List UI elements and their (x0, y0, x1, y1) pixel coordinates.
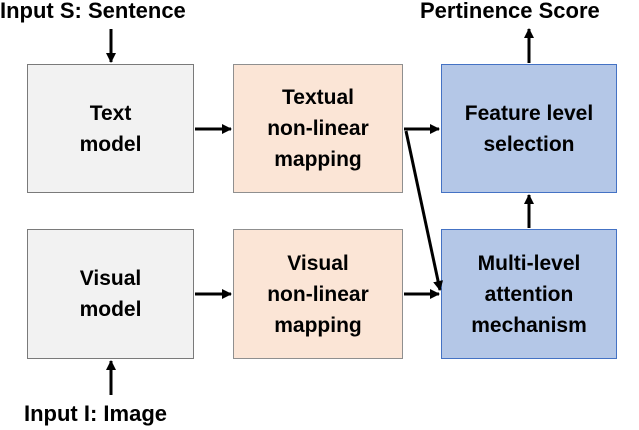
text-model-label: Text model (79, 101, 142, 156)
feature-selection-box: Feature level selection (441, 64, 617, 193)
attention-mechanism-box: Multi-level attention mechanism (441, 229, 617, 359)
visual-mapping-label: Visual non-linear mapping (267, 251, 369, 337)
textual-mapping-box: Textual non-linear mapping (233, 64, 403, 193)
attention-mechanism-label: Multi-level attention mechanism (471, 251, 587, 337)
visual-model-box: Visual model (27, 229, 194, 359)
arrow-textual-mapping-to-attention (404, 130, 444, 291)
textual-mapping-label: Textual non-linear mapping (267, 86, 369, 171)
visual-model-label: Visual model (79, 267, 142, 321)
feature-selection-label: Feature level selection (464, 101, 594, 156)
input-image-label: Input I: Image (24, 401, 167, 426)
visual-mapping-box: Visual non-linear mapping (233, 229, 403, 359)
input-sentence-label: Input S: Sentence (0, 0, 186, 23)
pertinence-score-label: Pertinence Score (420, 0, 600, 23)
text-model-box: Text model (27, 64, 194, 193)
